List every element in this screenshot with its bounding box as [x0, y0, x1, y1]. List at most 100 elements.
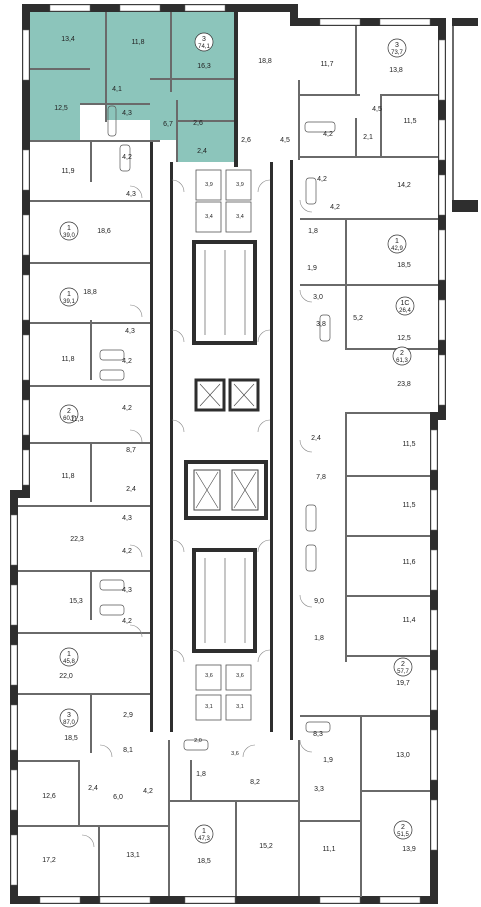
room-area-label: 2,4	[311, 435, 321, 442]
room-area-label: 12,6	[42, 793, 56, 800]
apartment-total-area: 73,7	[391, 50, 403, 56]
room-area-label: 4,2	[323, 131, 333, 138]
room-area-label: 11,5	[402, 441, 415, 448]
apartment-total-area: 39,0	[63, 233, 75, 239]
apartment-badge[interactable]: 261,3	[392, 346, 412, 366]
apartment-badge-circle	[59, 287, 79, 307]
apartment-badge-circle	[387, 38, 407, 58]
room-area-label: 3,9	[236, 182, 244, 188]
apartment-total-area: 26,4	[399, 308, 411, 314]
room-area-label: 2,9	[123, 712, 133, 719]
room-area-label: 11,5	[402, 502, 415, 509]
room-area-label: 6,0	[113, 794, 123, 801]
apartment-badge-circle	[59, 647, 79, 667]
apartment-room-count: 1	[67, 225, 71, 232]
room-area-label: 11,5	[403, 118, 416, 125]
room-area-label: 11,8	[131, 39, 144, 46]
apartment-badge-circle	[392, 346, 412, 366]
room-area-label: 4,3	[125, 328, 135, 335]
doors	[81, 179, 313, 848]
interior-walls	[18, 12, 438, 897]
room-area-label: 18,5	[64, 735, 78, 742]
room-area-label: 13,0	[396, 752, 410, 759]
room-area-label: 12,5	[54, 105, 68, 112]
room-area-label: 11,3	[70, 416, 83, 423]
room-area-label: 4,2	[122, 548, 132, 555]
room-area-label: 16,3	[197, 63, 211, 70]
apartment-total-area: 87,0	[63, 720, 75, 726]
apartment-total-area: 42,9	[391, 246, 403, 252]
apartment-badge[interactable]: 260,7	[59, 404, 79, 424]
apartment-room-count: 1	[202, 828, 206, 835]
room-area-label: 3,1	[236, 704, 244, 710]
apartment-badge[interactable]: 139,0	[59, 221, 79, 241]
apartment-room-count: 1	[67, 651, 71, 658]
room-area-label: 5,2	[353, 315, 363, 322]
apartment-badge[interactable]: 257,7	[393, 657, 413, 677]
apartment-room-count: 1С	[401, 300, 410, 307]
apartment-badge-circle	[395, 296, 415, 316]
room-area-label: 3,6	[231, 751, 239, 757]
room-area-label: 1,8	[196, 771, 206, 778]
apartment-total-area: 39,1	[63, 299, 75, 305]
room-area-label: 4,3	[122, 587, 132, 594]
apartment-badge[interactable]: 147,3	[194, 824, 214, 844]
room-area-label: 3,0	[313, 294, 323, 301]
room-area-label: 2,6	[193, 120, 203, 127]
apartment-badge-circle	[393, 657, 413, 677]
room-area-label: 4,2	[122, 154, 132, 161]
room-area-label: 23,8	[397, 381, 411, 388]
room-area-label: 15,2	[259, 843, 273, 850]
room-area-label: 9,0	[314, 598, 324, 605]
room-area-label: 4,5	[372, 106, 382, 113]
room-area-label: 4,2	[330, 204, 340, 211]
apartment-badge-circle	[393, 820, 413, 840]
room-area-label: 3,4	[205, 214, 213, 220]
room-area-label: 4,2	[122, 358, 132, 365]
apartment-total-area: 57,7	[397, 669, 409, 675]
apartment-room-count: 1	[67, 291, 71, 298]
highlighted-apartment[interactable]	[30, 12, 234, 162]
room-area-label: 17,2	[42, 857, 56, 864]
room-area-label: 4,1	[112, 86, 122, 93]
room-area-label: 13,8	[389, 67, 403, 74]
room-area-label: 8,2	[250, 779, 260, 786]
apartment-badge-circle	[387, 234, 407, 254]
room-area-label: 4,3	[126, 191, 136, 198]
room-area-label: 3,3	[314, 786, 324, 793]
room-area-label: 1,9	[323, 757, 333, 764]
apartment-badge[interactable]: 374,1	[194, 32, 214, 52]
room-area-label: 3,8	[316, 321, 326, 328]
apartment-badge[interactable]: 139,1	[59, 287, 79, 307]
apartment-badge[interactable]: 145,8	[59, 647, 79, 667]
apartment-badge[interactable]: 251,5	[393, 820, 413, 840]
apartment-room-count: 2	[401, 661, 405, 668]
apartment-badge[interactable]: 142,9	[387, 234, 407, 254]
room-area-label: 22,0	[59, 673, 73, 680]
apartment-badge-circle	[194, 32, 214, 52]
room-area-label: 4,2	[122, 405, 132, 412]
room-area-label: 12,5	[397, 335, 411, 342]
room-area-label: 18,8	[258, 58, 272, 65]
room-area-label: 2,4	[197, 148, 207, 155]
room-area-label: 2,0	[194, 738, 202, 744]
room-area-label: 8,3	[313, 731, 323, 738]
room-area-label: 11,6	[402, 559, 415, 566]
apartment-badge-circle	[59, 221, 79, 241]
apartment-badge[interactable]: 387,0	[59, 708, 79, 728]
apartment-badge[interactable]: 373,7	[387, 38, 407, 58]
room-area-label: 7,8	[316, 474, 326, 481]
room-area-label: 8,7	[126, 447, 136, 454]
room-area-label: 4,2	[317, 176, 327, 183]
room-area-label: 4,2	[143, 788, 153, 795]
room-area-label: 18,8	[83, 289, 97, 296]
apartment-room-count: 2	[400, 350, 404, 357]
room-area-label: 1,9	[307, 265, 317, 272]
room-area-label: 11,9	[61, 168, 74, 175]
room-area-label: 13,9	[402, 846, 416, 853]
room-area-label: 19,7	[396, 680, 410, 687]
apartment-room-count: 3	[395, 42, 399, 49]
